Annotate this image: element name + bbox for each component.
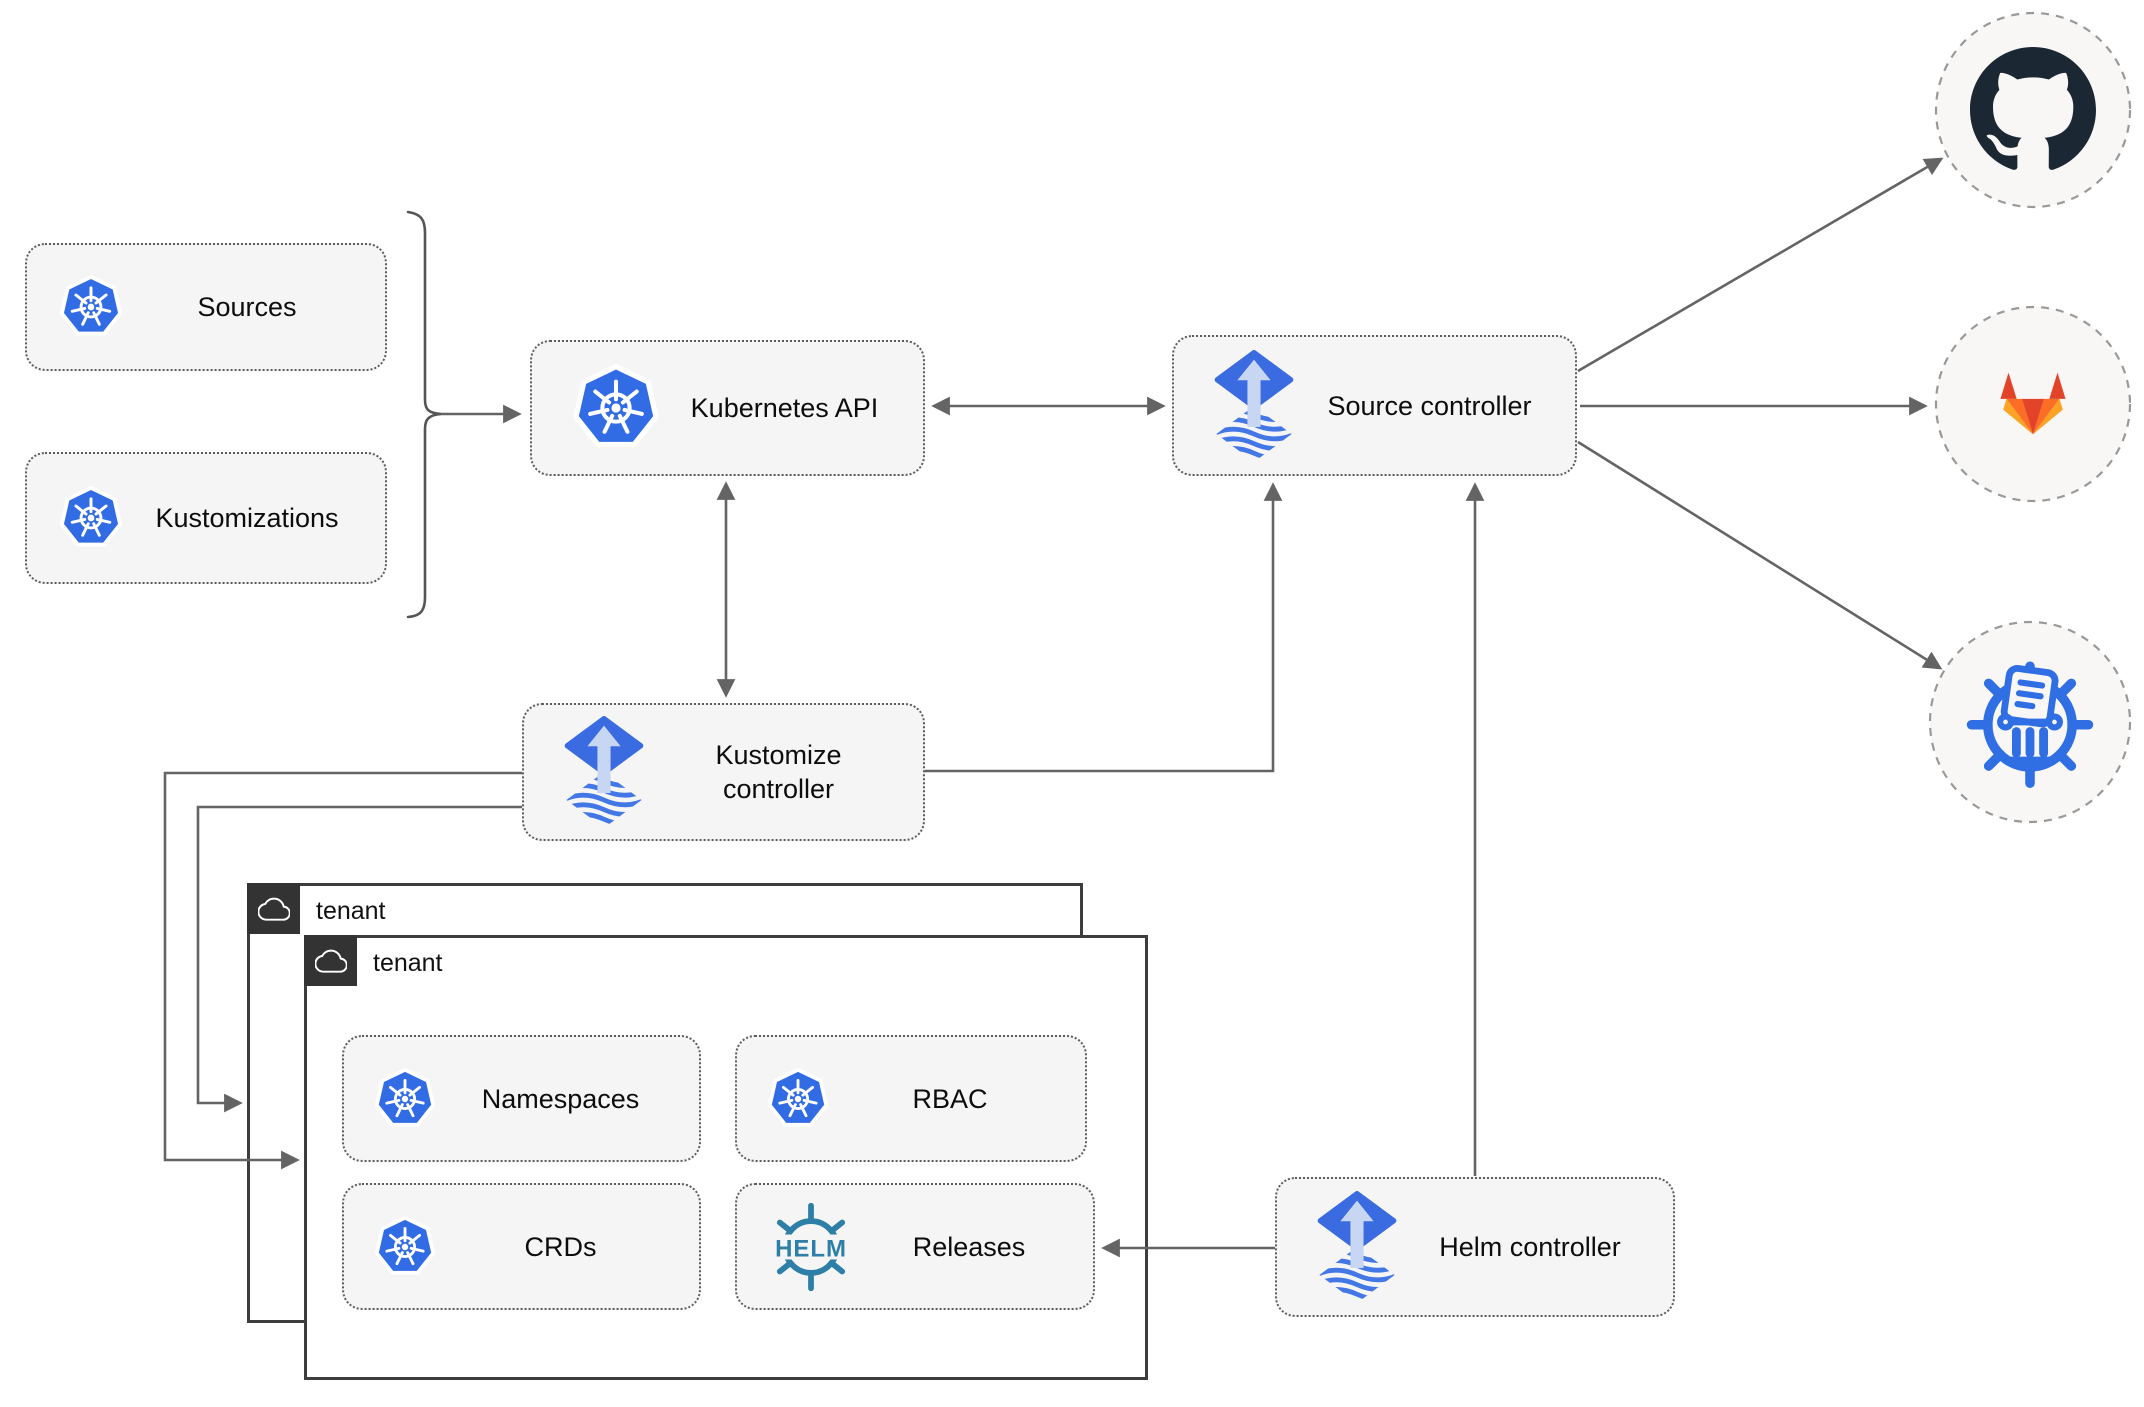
cloud-icon [258,896,290,921]
kubernetes-icon [572,364,660,452]
kustomize-controller-label: Kustomize controller [715,740,842,804]
cloud-icon [315,948,347,973]
github-icon [1970,47,2096,173]
source-controller-node: Source controller [1172,335,1577,476]
kubernetes-icon [767,1068,829,1130]
namespaces-label: Namespaces [481,1083,640,1114]
helm-controller-node: Helm controller [1275,1177,1675,1317]
rbac-label: RBAC [912,1083,988,1114]
sources-node: Sources [25,243,387,371]
kubernetes-icon [374,1216,436,1278]
crds-node: CRDs [342,1183,701,1310]
helm-controller-label: Helm controller [1439,1232,1621,1262]
kustomize-controller-node: Kustomize controller [522,703,925,841]
tenant-front-label: tenant [373,949,443,977]
edge-kustomize-to-source [925,482,1283,773]
flux-icon [1313,1191,1401,1303]
kubernetes-api-node: Kubernetes API [530,340,925,476]
kustomizations-label: Kustomizations [155,503,339,533]
kustomizations-node: Kustomizations [25,452,387,584]
tenant-back-tab [247,883,300,934]
releases-node: Releases [735,1183,1095,1310]
namespaces-node: Namespaces [342,1035,701,1162]
crds-label: CRDs [524,1231,597,1262]
group-bracket [406,210,442,619]
tenant-back-label: tenant [316,897,386,925]
kubernetes-api-label: Kubernetes API [690,393,879,423]
chartmuseum-icon [1962,654,2098,790]
gitlab-icon [1985,358,2081,450]
source-controller-label: Source controller [1327,390,1532,421]
kubernetes-icon [59,486,123,550]
helm-icon [763,1199,859,1295]
tenant-front-tab [304,935,357,986]
edge-source-to-chartmuseum [1577,440,1943,670]
flux-icon [560,716,648,828]
kubernetes-icon [59,275,123,339]
kubernetes-icon [374,1068,436,1130]
rbac-node: RBAC [735,1035,1087,1162]
flux-icon [1210,350,1298,462]
releases-label: Releases [912,1231,1026,1262]
sources-label: Sources [197,292,297,322]
edge-source-to-github [1577,157,1944,373]
